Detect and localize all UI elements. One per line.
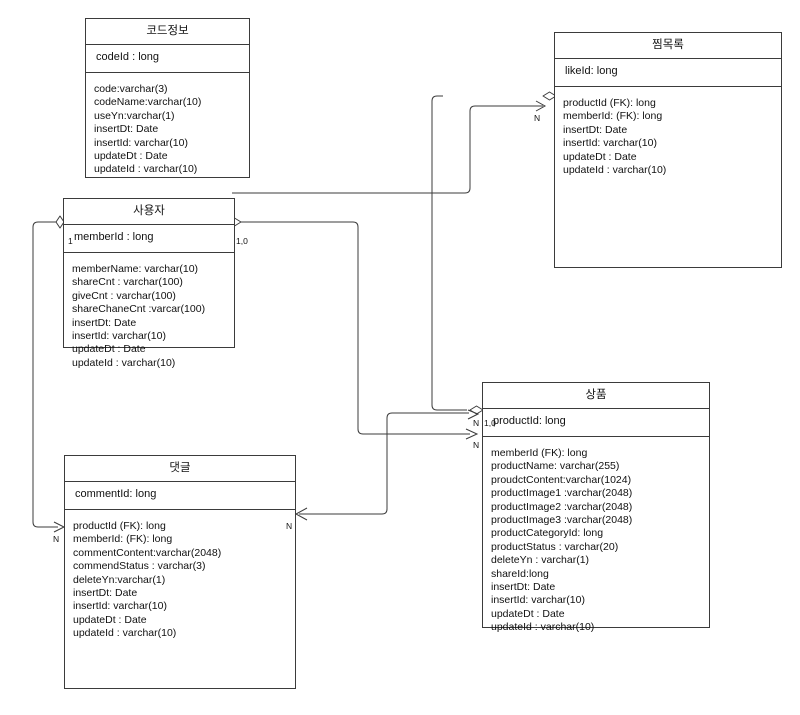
attribute-row: commendStatus : varchar(3) bbox=[73, 560, 206, 573]
attribute-row: shareChaneCnt :varcar(100) bbox=[72, 303, 206, 316]
attribute-row: giveCnt : varchar(100) bbox=[72, 289, 176, 302]
attribute-row: codeName:varchar(10) bbox=[94, 96, 202, 109]
attribute-row: proudctContent:varchar(1024) bbox=[491, 473, 632, 486]
entity-like[interactable]: 찜목록 likeId: long productId (FK): long me… bbox=[554, 32, 782, 268]
edge-product-comment bbox=[299, 412, 469, 515]
attribute-row: updateId : varchar(10) bbox=[72, 356, 176, 369]
crowfoot-comment-right bbox=[294, 507, 308, 521]
attribute-row: productImage1 :varchar(2048) bbox=[491, 487, 633, 500]
edge-member-product bbox=[240, 221, 470, 435]
attribute-row: productId (FK): long bbox=[563, 97, 656, 109]
entity-code[interactable]: 코드정보 codeId : long code:varchar(3) codeN… bbox=[85, 18, 250, 178]
entity-comment[interactable]: 댓글 commentId: long productId (FK): long … bbox=[64, 455, 296, 689]
entity-member[interactable]: 사용자 memberId : long memberName: varchar(… bbox=[63, 198, 235, 369]
attribute-row: productImage2 :varchar(2048) bbox=[491, 500, 633, 513]
attribute-row: insertDt: Date bbox=[72, 316, 137, 329]
attribute-row: shareId:long bbox=[491, 567, 549, 580]
attribute-row: memberId: (FK): long bbox=[563, 110, 663, 123]
attribute-row: updateId : varchar(10) bbox=[563, 164, 667, 177]
entity-title: 사용자 bbox=[64, 199, 234, 225]
cardinality-member-left: 1 bbox=[68, 236, 73, 246]
crowfoot-like-memberid bbox=[535, 100, 547, 112]
edge-member-like bbox=[232, 105, 543, 194]
attribute-row: useYn:varchar(1) bbox=[94, 109, 175, 122]
entity-title: 상품 bbox=[483, 383, 709, 409]
attribute-row: productCategoryId: long bbox=[491, 527, 604, 540]
entity-attributes: code:varchar(3) codeName:varchar(10) use… bbox=[86, 73, 249, 185]
attribute-row: memberName: varchar(10) bbox=[72, 263, 199, 275]
attribute-row: deleteYn : varchar(1) bbox=[491, 554, 590, 567]
cardinality-member-right: 1,0 bbox=[236, 236, 248, 246]
entity-title: 코드정보 bbox=[86, 19, 249, 45]
attribute-row: updateId : varchar(10) bbox=[94, 163, 198, 176]
entity-title: 댓글 bbox=[65, 456, 295, 482]
attribute-row: insertId: varchar(10) bbox=[72, 330, 166, 343]
attribute-row: updateDt : Date bbox=[94, 150, 168, 163]
cardinality-product-pk: 1,0 bbox=[484, 418, 496, 428]
attribute-row: updateDt : Date bbox=[491, 607, 565, 620]
entity-attributes: productId (FK): long memberId: (FK): lon… bbox=[555, 87, 781, 185]
cardinality-product-pk-n: N bbox=[473, 418, 480, 428]
entity-primary-key: memberId : long bbox=[64, 225, 234, 253]
attribute-row: updateDt : Date bbox=[72, 343, 146, 356]
attribute-row: insertDt: Date bbox=[94, 123, 159, 136]
attribute-row: productImage3 :varchar(2048) bbox=[491, 514, 633, 527]
entity-primary-key: codeId : long bbox=[86, 45, 249, 73]
attribute-row: shareCnt : varchar(100) bbox=[72, 276, 183, 289]
cardinality-comment-right: N bbox=[286, 521, 293, 531]
entity-attributes: memberId (FK): long productName: varchar… bbox=[483, 437, 709, 643]
attribute-row: memberId: (FK): long bbox=[73, 533, 173, 546]
crowfoot-product-memberid bbox=[465, 428, 479, 440]
attribute-row: insertDt: Date bbox=[563, 123, 628, 136]
edge-like-product bbox=[431, 95, 467, 411]
attribute-row: productStatus : varchar(20) bbox=[491, 540, 619, 553]
attribute-row: insertId: varchar(10) bbox=[94, 136, 188, 149]
attribute-row: updateDt : Date bbox=[73, 613, 147, 626]
attribute-row: commentContent:varchar(2048) bbox=[73, 546, 222, 559]
attribute-row: deleteYn:varchar(1) bbox=[73, 573, 166, 586]
attribute-row: insertId: varchar(10) bbox=[491, 594, 585, 607]
entity-attributes: memberName: varchar(10) shareCnt : varch… bbox=[64, 253, 234, 378]
attribute-row: updateId : varchar(10) bbox=[73, 627, 177, 640]
attribute-row: memberId (FK): long bbox=[491, 447, 588, 459]
attribute-row: productId (FK): long bbox=[73, 520, 166, 532]
attribute-row: insertId: varchar(10) bbox=[73, 600, 167, 613]
entity-title: 찜목록 bbox=[555, 33, 781, 59]
attribute-row: insertId: varchar(10) bbox=[563, 137, 657, 150]
entity-primary-key: productId: long bbox=[483, 409, 709, 437]
cardinality-product-memberid: N bbox=[473, 440, 480, 450]
entity-product[interactable]: 상품 productId: long memberId (FK): long p… bbox=[482, 382, 710, 633]
attribute-row: code:varchar(3) bbox=[94, 83, 168, 95]
attribute-row: productName: varchar(255) bbox=[491, 460, 620, 473]
attribute-row: insertDt: Date bbox=[491, 581, 556, 594]
attribute-row: insertDt: Date bbox=[73, 587, 138, 600]
entity-primary-key: commentId: long bbox=[65, 482, 295, 510]
attribute-row: updateId : varchar(10) bbox=[491, 621, 595, 634]
crowfoot-comment-memberid bbox=[53, 521, 66, 533]
cardinality-like-memberid: N bbox=[534, 113, 541, 123]
edge-member-comment bbox=[32, 221, 62, 528]
cardinality-comment-memberid: N bbox=[53, 534, 60, 544]
entity-attributes: productId (FK): long memberId: (FK): lon… bbox=[65, 510, 295, 649]
entity-primary-key: likeId: long bbox=[555, 59, 781, 87]
attribute-row: updateDt : Date bbox=[563, 150, 637, 163]
